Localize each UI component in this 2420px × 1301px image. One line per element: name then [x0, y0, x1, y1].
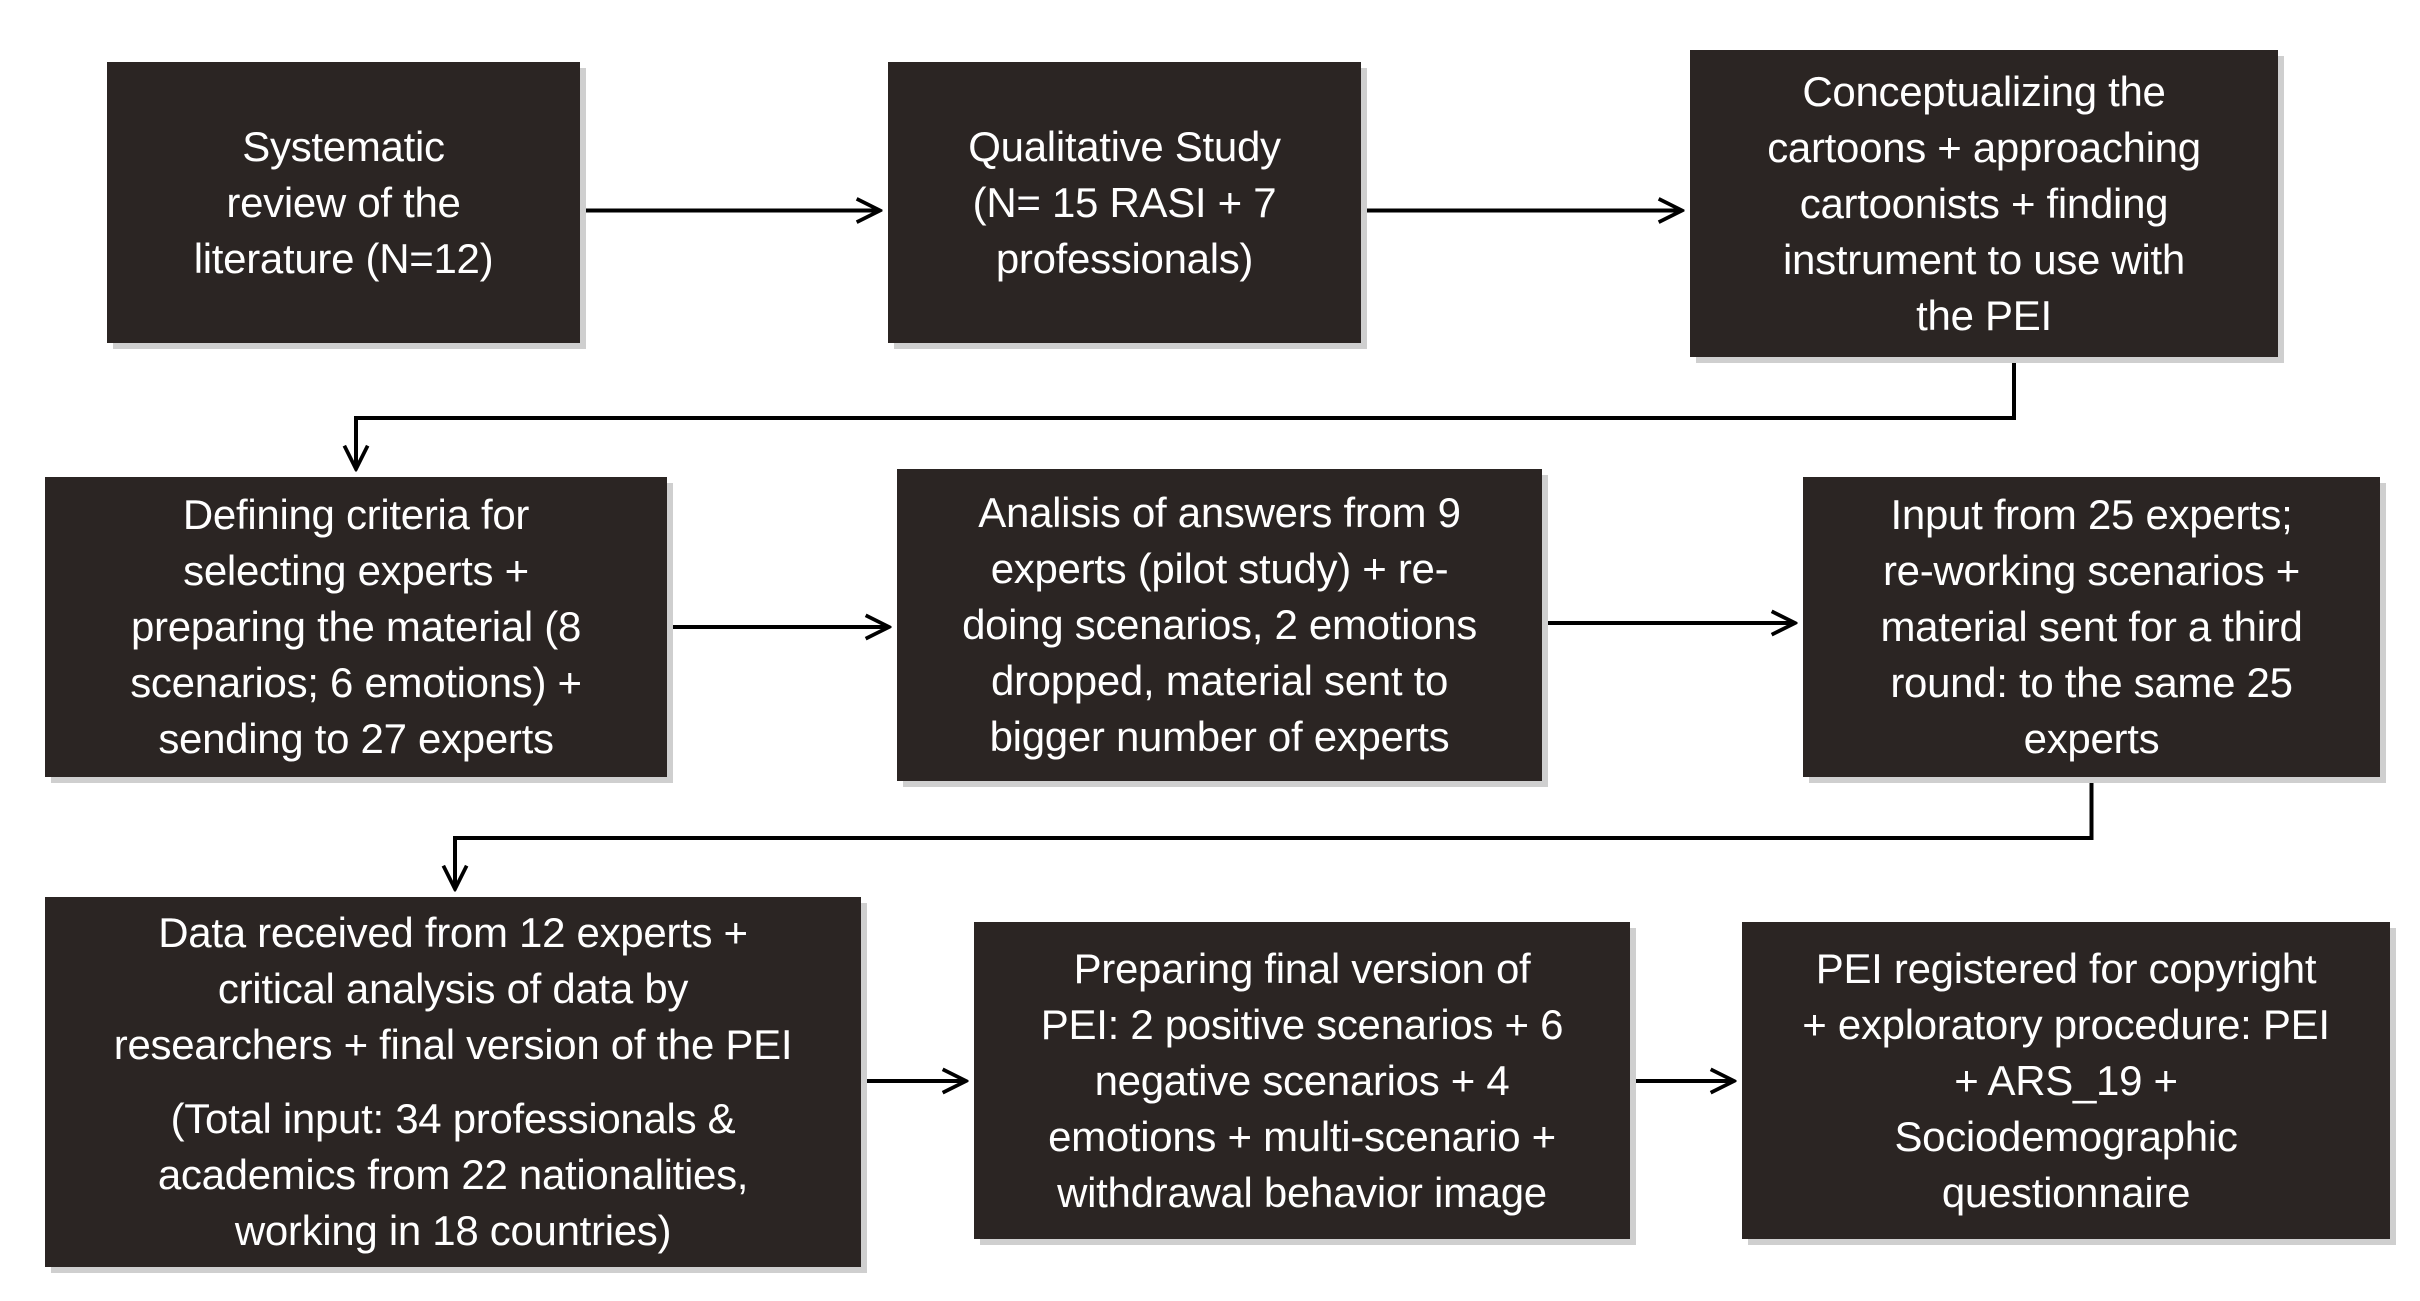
box-text-line: review of the [226, 178, 461, 226]
box-note-line: working in 18 countries) [234, 1207, 672, 1254]
box-analysis-pilot: Analisis of answers from 9 experts (pilot… [897, 469, 1542, 781]
box-text-line: negative scenarios + 4 [1094, 1056, 1510, 1104]
box-text-line: PEI registered for copyright [1815, 944, 2317, 992]
box-qualitative-study: Qualitative Study (N= 15 RASI + 7 professi… [888, 62, 1361, 343]
box-text-line: Input from 25 experts; [1890, 491, 2293, 538]
box-text-line: literature (N=12) [193, 234, 494, 282]
box-text-line: selecting experts + [183, 547, 529, 594]
box-text-line: + exploratory procedure: PEI [1802, 1000, 2330, 1048]
box-text-line: researchers + final version of the PEI [113, 1021, 793, 1068]
box-text-line: cartoons + approaching [1767, 123, 2201, 171]
box-conceptualizing: Conceptualizing the cartoons + approachin… [1690, 50, 2278, 357]
box-input-25-experts: Input from 25 experts; re-working scenari… [1803, 477, 2380, 777]
box-text-line: experts [2023, 715, 2160, 762]
box-text-line: Preparing final version of [1073, 944, 1531, 992]
box-text-line: questionnaire [1941, 1168, 2191, 1216]
box-pei-registered: PEI registered for copyright + explorator… [1742, 922, 2390, 1239]
arrow-conceptualizing-to-defining [356, 357, 2016, 469]
box-text-line: scenarios; 6 emotions) + [130, 659, 582, 706]
box-text-line: Analisis of answers from 9 [978, 489, 1461, 536]
box-text-line: + ARS_19 + [1954, 1056, 2178, 1104]
box-text-line: cartoonists + finding [1799, 179, 2169, 227]
box-text-line: the PEI [1916, 291, 2052, 339]
box-text-line: emotions + multi-scenario + [1048, 1112, 1556, 1160]
box-text-line: preparing the material (8 [130, 603, 582, 650]
box-text-line: critical analysis of data by [217, 965, 689, 1012]
box-text-line: instrument to use with [1783, 235, 2185, 283]
box-data-received: Data received from 12 experts + critical … [45, 897, 861, 1267]
box-note-line: (Total input: 34 professionals & [170, 1095, 736, 1142]
box-text-line: round: to the same 25 [1890, 659, 2293, 706]
box-text-line: Sociodemographic [1894, 1112, 2238, 1160]
box-note-line: academics from 22 nationalities, [157, 1151, 749, 1198]
box-defining-criteria: Defining criteria for selecting experts +… [45, 477, 667, 777]
box-text-line: withdrawal behavior image [1057, 1168, 1547, 1216]
box-text-line: Defining criteria for [182, 491, 530, 538]
box-text-line: sending to 27 experts [158, 715, 554, 762]
box-text-line: doing scenarios, 2 emotions [962, 601, 1477, 648]
arrow-input-to-data-received [455, 777, 2094, 889]
box-text-line: experts (pilot study) + re- [990, 545, 1449, 592]
box-text-line: Data received from 12 experts + [158, 909, 748, 956]
box-text-line: (N= 15 RASI + 7 [972, 178, 1277, 226]
box-text-line: professionals) [995, 234, 1254, 282]
box-text-line: dropped, material sent to [990, 657, 1449, 704]
box-text-line: Systematic [242, 122, 445, 170]
box-text-line: PEI: 2 positive scenarios + 6 [1040, 1000, 1564, 1048]
box-text-line: Conceptualizing the [1802, 67, 2166, 115]
box-text-line: bigger number of experts [989, 713, 1450, 760]
box-text-line: material sent for a third [1880, 603, 2303, 650]
box-text-line: Qualitative Study [968, 122, 1281, 170]
box-text-line: re-working scenarios + [1882, 547, 2301, 594]
box-systematic-review: Systematic review of the literature (N=12) [107, 62, 580, 343]
box-preparing-final: Preparing final version of PEI: 2 positiv… [974, 922, 1630, 1239]
